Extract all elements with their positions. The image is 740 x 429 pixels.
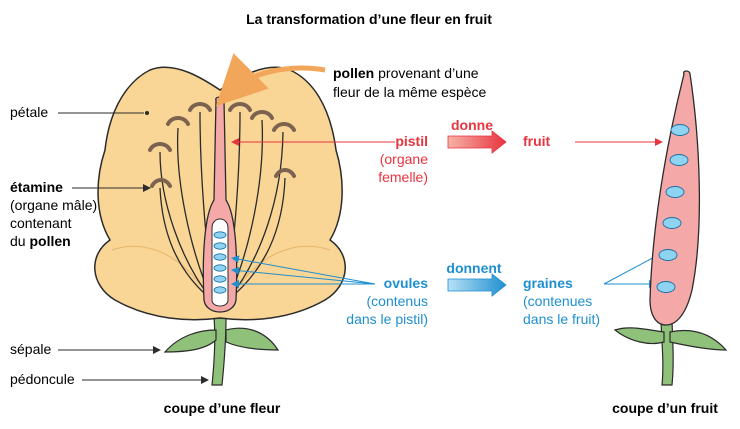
transform-blue: donnent graines (contenues dans le fruit… (446, 253, 661, 327)
label-pistil-line2: (organe (380, 151, 428, 167)
fruit-sepal-right (669, 329, 728, 351)
pollen-arrow (215, 53, 326, 107)
sepal-leaf-right (225, 327, 280, 351)
ovary-cavity (211, 218, 229, 307)
label-ovules-line3: dans le pistil) (346, 311, 428, 327)
verb-donne: donne (451, 117, 493, 133)
label-graines-line3: dans le fruit) (523, 311, 600, 327)
label-ovules-line2: (contenus (367, 293, 428, 309)
label-fruit: fruit (523, 133, 551, 149)
pollen-note: pollen provenant d’une fleur de la même … (333, 65, 487, 100)
arrow-blue (447, 273, 507, 297)
label-ovules: ovules (384, 275, 429, 291)
ovules-labels: ovules (contenus dans le pistil) (231, 255, 429, 327)
fruit-sepal-left (613, 327, 665, 345)
stem-shape (211, 317, 227, 386)
pistil-labels: pistil (organe femelle) (231, 133, 428, 185)
label-etamine-line3: contenant (10, 215, 72, 231)
label-pistil: pistil (395, 133, 428, 149)
left-labels: pétale étamine (organe mâle) contenant d… (10, 104, 209, 387)
arrow-red (447, 130, 507, 154)
label-etamine: étamine (10, 179, 63, 195)
label-pedoncule: pédoncule (10, 371, 75, 387)
label-sepale: sépale (10, 341, 51, 357)
label-pistil-line3: femelle) (378, 169, 428, 185)
fruit-section (613, 70, 728, 386)
label-etamine-line2: (organe mâle) (10, 197, 97, 213)
caption-fruit: coupe d’un fruit (612, 400, 718, 416)
caption-flower: coupe d’une fleur (164, 400, 281, 416)
diagram-title: La transformation d’une fleur en fruit (246, 11, 492, 27)
pollen-note-line1: pollen provenant d’une (333, 65, 479, 81)
sepal-leaf-left (163, 329, 217, 353)
pollen-note-line2: fleur de la même espèce (333, 84, 487, 100)
label-graines: graines (523, 275, 573, 291)
ovules-flower (213, 231, 227, 294)
flower-section (94, 53, 346, 386)
label-etamine-line4: du pollen (10, 233, 71, 249)
label-graines-line2: (contenues (523, 293, 592, 309)
label-petale: pétale (10, 104, 48, 120)
verb-donnent: donnent (446, 260, 502, 276)
seeds (656, 124, 690, 293)
fruit-body (649, 70, 701, 326)
transform-red: donne fruit (447, 117, 663, 154)
